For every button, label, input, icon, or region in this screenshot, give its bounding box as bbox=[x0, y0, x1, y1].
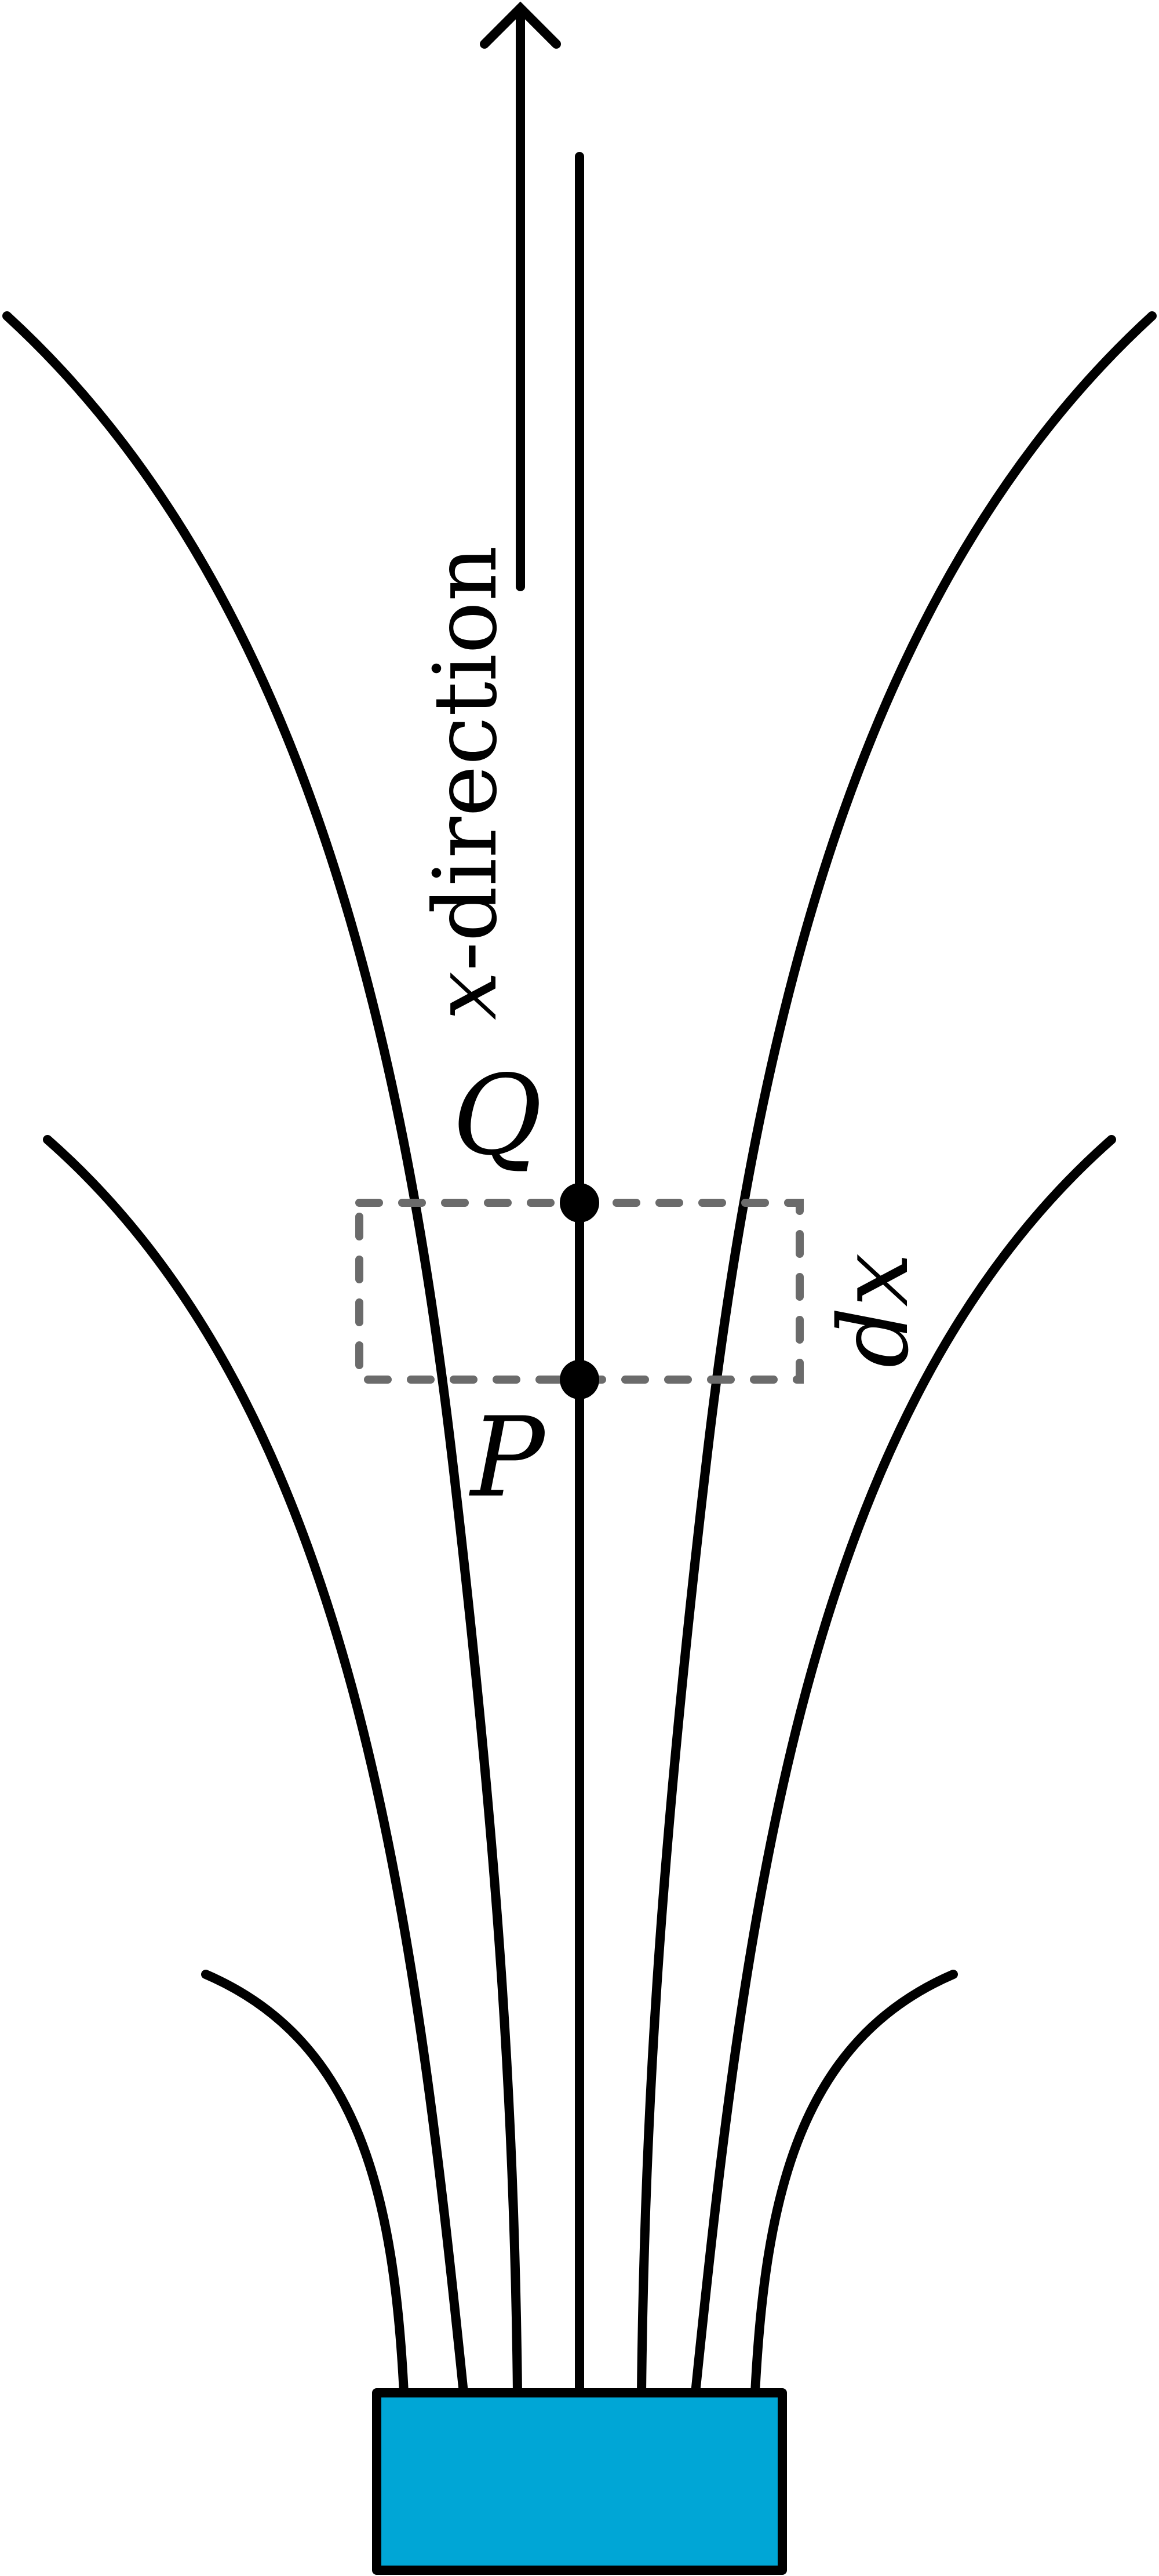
field-line-right-outer bbox=[637, 311, 1157, 2397]
point-q-marker bbox=[560, 1183, 599, 1222]
field-line-left-outer bbox=[2, 311, 522, 2397]
direction-suffix: -direction bbox=[416, 545, 516, 971]
direction-arrow bbox=[480, 1, 561, 591]
direction-label: x-direction bbox=[416, 545, 516, 1020]
point-p-label: P bbox=[469, 1393, 546, 1522]
interval-d: d bbox=[818, 1307, 930, 1368]
point-q-label: Q bbox=[452, 1051, 542, 1180]
interval-label: dx bbox=[818, 1253, 930, 1368]
interval-x: x bbox=[818, 1253, 930, 1307]
source-block bbox=[372, 2388, 787, 2575]
field-line-left-inner bbox=[201, 1970, 409, 2397]
field-lines bbox=[2, 152, 1157, 2397]
point-p-marker bbox=[560, 1360, 599, 1399]
field-line-right-inner bbox=[750, 1970, 958, 2397]
field-line-left-middle bbox=[43, 1135, 468, 2397]
field-line-right-middle bbox=[691, 1135, 1116, 2397]
direction-variable: x bbox=[416, 971, 516, 1020]
